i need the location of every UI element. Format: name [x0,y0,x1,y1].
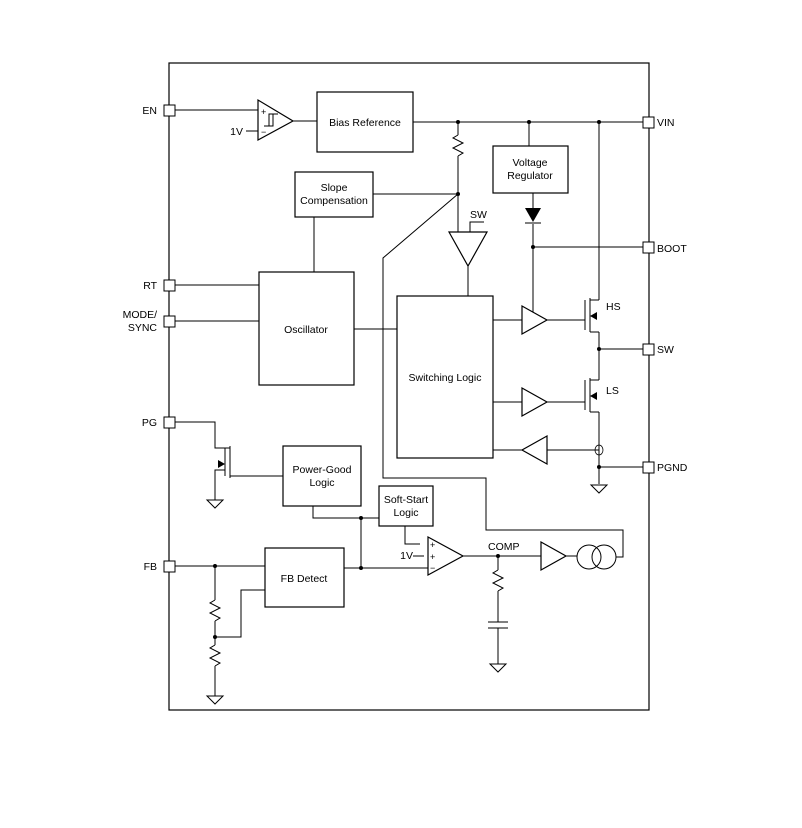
sw-buffer-icon [447,231,489,268]
switching-logic-block [396,295,494,459]
pin-pg [163,416,176,429]
pin-fb-label: FB [144,561,157,573]
bootstrap-diode-icon [525,208,541,224]
soft-start-logic-block [378,485,434,527]
bias-reference-label: Bias Reference [329,117,401,129]
slope-compensation-label-1: Slope [321,182,348,194]
pins [163,104,655,573]
switching-logic-label: Switching Logic [409,372,482,384]
voltage-regulator-label-1: Voltage [512,157,547,169]
pin-sw-label: SW [657,344,674,356]
transconductance-icon [576,544,617,570]
pin-boot-label: BOOT [657,243,687,255]
power-good-logic-label-1: Power-Good [293,464,352,476]
fb-detect-block [264,547,345,608]
pin-en [163,104,176,117]
oscillator-label: Oscillator [284,324,328,336]
pin-pgnd-label: PGND [657,462,688,474]
sw-node-label: SW [470,209,487,221]
ea-plus-label-1: + [430,540,435,550]
voltage-regulator-label-2: Regulator [507,170,553,182]
pin-rt-label: RT [143,280,157,292]
pin-sync-label: SYNC [128,322,158,334]
current-sense-amp-icon [520,434,548,466]
power-good-logic-block [282,445,362,507]
error-amplifier-icon [427,535,465,577]
current-sense-icon [594,444,604,456]
hs-mosfet-arrow-icon [590,312,597,320]
en-plus-label: + [261,107,266,117]
pg-mosfet-arrow-icon [218,460,225,468]
ea-plus-label-2: + [430,552,435,562]
pin-pg-label: PG [142,417,157,429]
pin-vin-label: VIN [657,117,675,129]
pin-pgnd [642,461,655,474]
pin-vin [642,116,655,129]
pin-mode-label: MODE/ [123,309,158,321]
oscillator-block [258,271,355,386]
ea-reference-label: 1V [400,550,413,562]
pin-sw [642,343,655,356]
soft-start-logic-label-2: Logic [393,507,418,519]
ls-mosfet-arrow-icon [590,392,597,400]
amplifiers [257,98,568,577]
hs-driver-icon [521,304,549,336]
soft-start-logic-label-1: Soft-Start [384,494,428,506]
hs-label: HS [606,301,621,313]
ea-minus-label: − [430,563,435,573]
comp-label: COMP [488,541,520,553]
wires [175,109,643,696]
junction-dots [213,120,601,639]
ls-label: LS [606,385,619,397]
pin-rt [163,279,176,292]
pin-mode-sync [163,315,176,328]
slope-compensation-label-2: Compensation [300,195,368,207]
en-reference-label: 1V [230,126,243,138]
gm-buffer-icon [540,540,568,572]
chip-outline [168,62,650,711]
slope-compensation-block [294,171,374,218]
bias-reference-block [316,91,414,153]
ground-icon [205,484,609,705]
ls-driver-icon [521,386,549,418]
pin-en-label: EN [142,105,157,117]
en-minus-label: − [261,127,266,137]
voltage-regulator-block [492,145,569,194]
power-good-logic-label-2: Logic [309,477,334,489]
pin-fb [163,560,176,573]
pin-boot [642,241,655,254]
en-comparator-icon [257,98,295,142]
fb-detect-label: FB Detect [281,573,328,585]
